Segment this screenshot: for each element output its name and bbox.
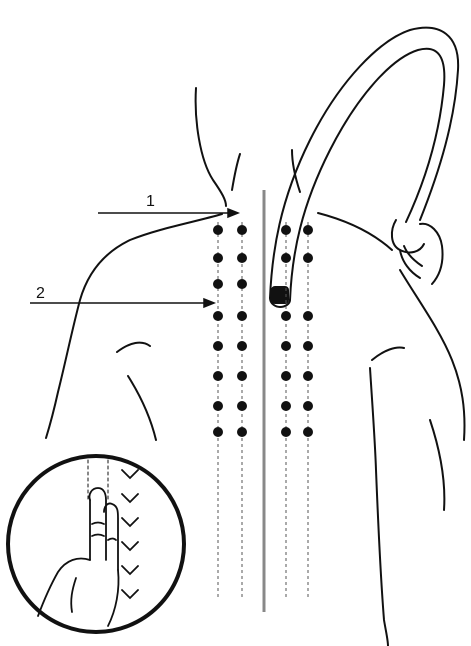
- acupoint-right-0-2: [281, 311, 291, 321]
- acupoint-left-1-4: [237, 341, 247, 351]
- finger-press-inset: [8, 456, 184, 632]
- acupoint-right-1-3: [303, 341, 313, 351]
- acupoint-right-0-4: [281, 371, 291, 381]
- acupoint-left-1-0: [237, 225, 247, 235]
- acupoint-left-0-6: [213, 401, 223, 411]
- acupoint-right-0-3: [281, 341, 291, 351]
- hand-holding-stick-icon: [392, 220, 443, 284]
- acupoint-left-1-1: [237, 253, 247, 263]
- acupoint-right-0-6: [281, 427, 291, 437]
- acupoint-left-1-2: [237, 279, 247, 289]
- callout-arrow-2: [30, 299, 214, 307]
- acupoint-left-1-7: [237, 427, 247, 437]
- callout-label-1: 1: [146, 193, 155, 210]
- acupoint-left-1-3: [237, 311, 247, 321]
- acupoint-right-1-4: [303, 371, 313, 381]
- callout-label-2: 2: [36, 285, 45, 302]
- acupoint-left-0-2: [213, 279, 223, 289]
- acupoint-right-1-1: [303, 253, 313, 263]
- acupoint-right-1-6: [303, 427, 313, 437]
- acupoint-left-0-0: [213, 225, 223, 235]
- acupoint-left-0-7: [213, 427, 223, 437]
- acupoint-right-0-1: [281, 253, 291, 263]
- acupoint-right-1-2: [303, 311, 313, 321]
- acupoint-right-1-0: [303, 225, 313, 235]
- acupoint-left-0-4: [213, 341, 223, 351]
- acupoint-right-1-5: [303, 401, 313, 411]
- acupoint-left-1-6: [237, 401, 247, 411]
- acupoint-right-0-0: [281, 225, 291, 235]
- acupoint-left-0-3: [213, 311, 223, 321]
- acupoint-left-1-5: [237, 371, 247, 381]
- acupoint-right-0-5: [281, 401, 291, 411]
- acupoint-left-0-1: [213, 253, 223, 263]
- curved-massage-stick-icon: [270, 28, 458, 307]
- acupoint-left-0-5: [213, 371, 223, 381]
